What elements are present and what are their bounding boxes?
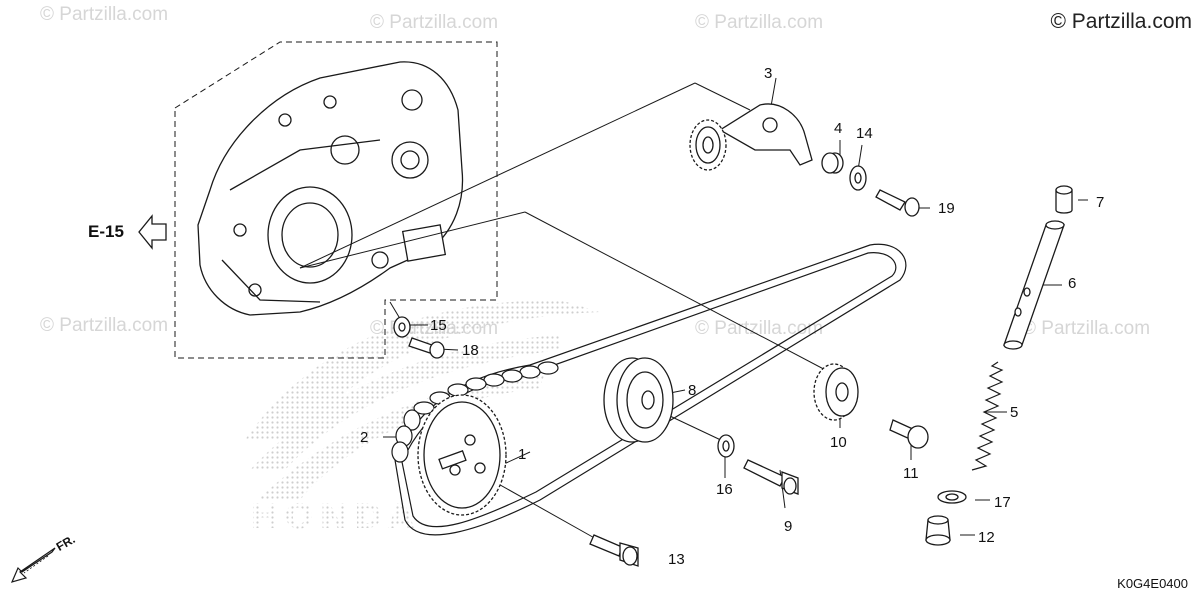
watermark: © Partzilla.com xyxy=(695,12,824,33)
sealing-washer xyxy=(937,490,967,504)
callout-5[interactable]: 5 xyxy=(1010,404,1019,421)
callout-1[interactable]: 1 xyxy=(518,446,527,463)
watermark: © Partzilla.com xyxy=(695,318,824,339)
crankcase-cover xyxy=(197,61,464,316)
honda-brand-watermark: HONDA xyxy=(250,497,420,537)
callout-9[interactable]: 9 xyxy=(784,518,793,535)
watermark: © Partzilla.com xyxy=(370,12,499,33)
tensioner-spring xyxy=(971,361,1004,471)
callout-13[interactable]: 13 xyxy=(668,551,685,568)
reference-arrow-icon xyxy=(138,214,167,250)
copyright-notice: © Partzilla.com xyxy=(1050,10,1192,33)
honda-wing-watermark: HONDA xyxy=(245,300,600,537)
collar xyxy=(821,152,844,174)
svg-text:HONDA: HONDA xyxy=(250,497,420,537)
callout-11[interactable]: 11 xyxy=(903,465,919,482)
bolt xyxy=(589,534,639,567)
callout-18[interactable]: 18 xyxy=(462,342,479,359)
bolt xyxy=(875,189,920,217)
bolt xyxy=(889,419,929,449)
washer xyxy=(393,316,411,338)
callout-17[interactable]: 17 xyxy=(994,494,1011,511)
callout-10[interactable]: 10 xyxy=(830,434,847,451)
tensioner-bracket xyxy=(689,103,813,171)
callout-15[interactable]: 15 xyxy=(430,317,447,334)
watermark: © Partzilla.com xyxy=(40,315,169,336)
washer xyxy=(849,165,867,191)
washer xyxy=(717,434,735,458)
tensioner-lifter-tube xyxy=(1003,220,1065,350)
bolt xyxy=(408,337,445,359)
callout-4[interactable]: 4 xyxy=(834,120,843,137)
watermark: © Partzilla.com xyxy=(1022,318,1151,339)
callout-8[interactable]: 8 xyxy=(688,382,697,399)
callout-16[interactable]: 16 xyxy=(716,481,733,498)
bolt xyxy=(743,459,799,495)
guide-roller xyxy=(603,357,674,443)
reference-label: E-15 xyxy=(88,222,124,241)
sealing-bolt xyxy=(925,515,951,546)
diagram-code: K0G4E0400 xyxy=(1117,576,1188,591)
guide-roller xyxy=(813,363,859,421)
tensioner-cap xyxy=(1055,185,1073,214)
callout-12[interactable]: 12 xyxy=(978,529,995,546)
callout-7[interactable]: 7 xyxy=(1096,194,1105,211)
callout-3[interactable]: 3 xyxy=(764,65,773,82)
callout-2[interactable]: 2 xyxy=(360,429,369,446)
crankcase-dashed-box xyxy=(174,41,498,359)
callout-14[interactable]: 14 xyxy=(856,125,873,142)
callout-19[interactable]: 19 xyxy=(938,200,955,217)
cam-sprocket xyxy=(417,394,507,516)
callout-6[interactable]: 6 xyxy=(1068,275,1077,292)
watermark: © Partzilla.com xyxy=(40,4,169,25)
front-direction-arrow-icon xyxy=(10,547,56,583)
